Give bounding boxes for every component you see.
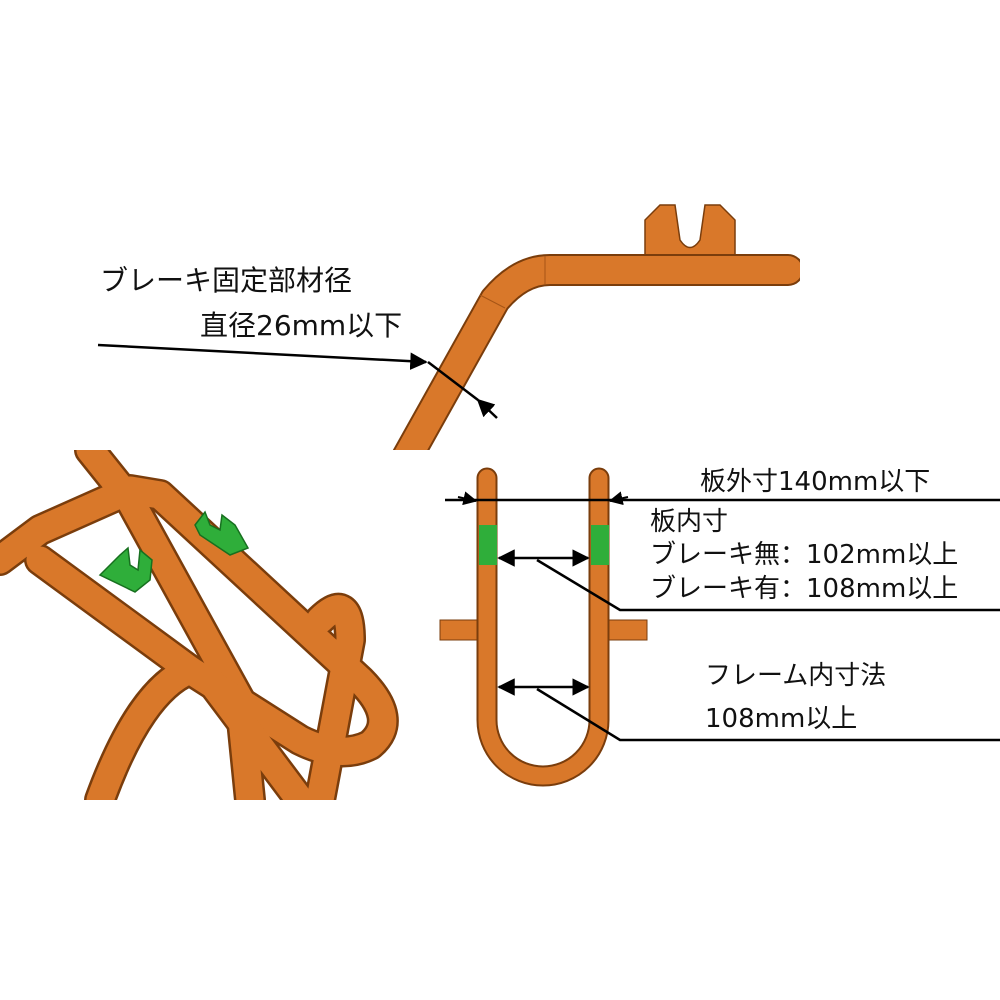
frame-3d-view — [0, 450, 399, 800]
green-plate-right-front — [591, 525, 609, 565]
brake-mount-pipe — [392, 204, 800, 450]
brake-member-label: ブレーキ固定部材径 — [100, 264, 352, 297]
brake-diameter-label: 直径26mm以下 — [200, 309, 402, 342]
mount-plate — [644, 204, 736, 266]
green-plate-right — [194, 510, 250, 556]
frame-inner-title: フレーム内寸法 — [705, 661, 886, 691]
with-brake-label: ブレーキ有：108mm以上 — [650, 574, 958, 604]
plate-inner-title: 板内寸 — [650, 507, 728, 537]
plate-outer-label: 板外寸140mm以下 — [700, 467, 930, 497]
green-plate-left-front — [479, 525, 497, 565]
frame-inner-value: 108mm以上 — [705, 704, 857, 734]
no-brake-label: ブレーキ無：102mm以上 — [650, 540, 958, 570]
green-plate-left — [98, 546, 153, 593]
u-frame-front-view — [439, 467, 648, 787]
